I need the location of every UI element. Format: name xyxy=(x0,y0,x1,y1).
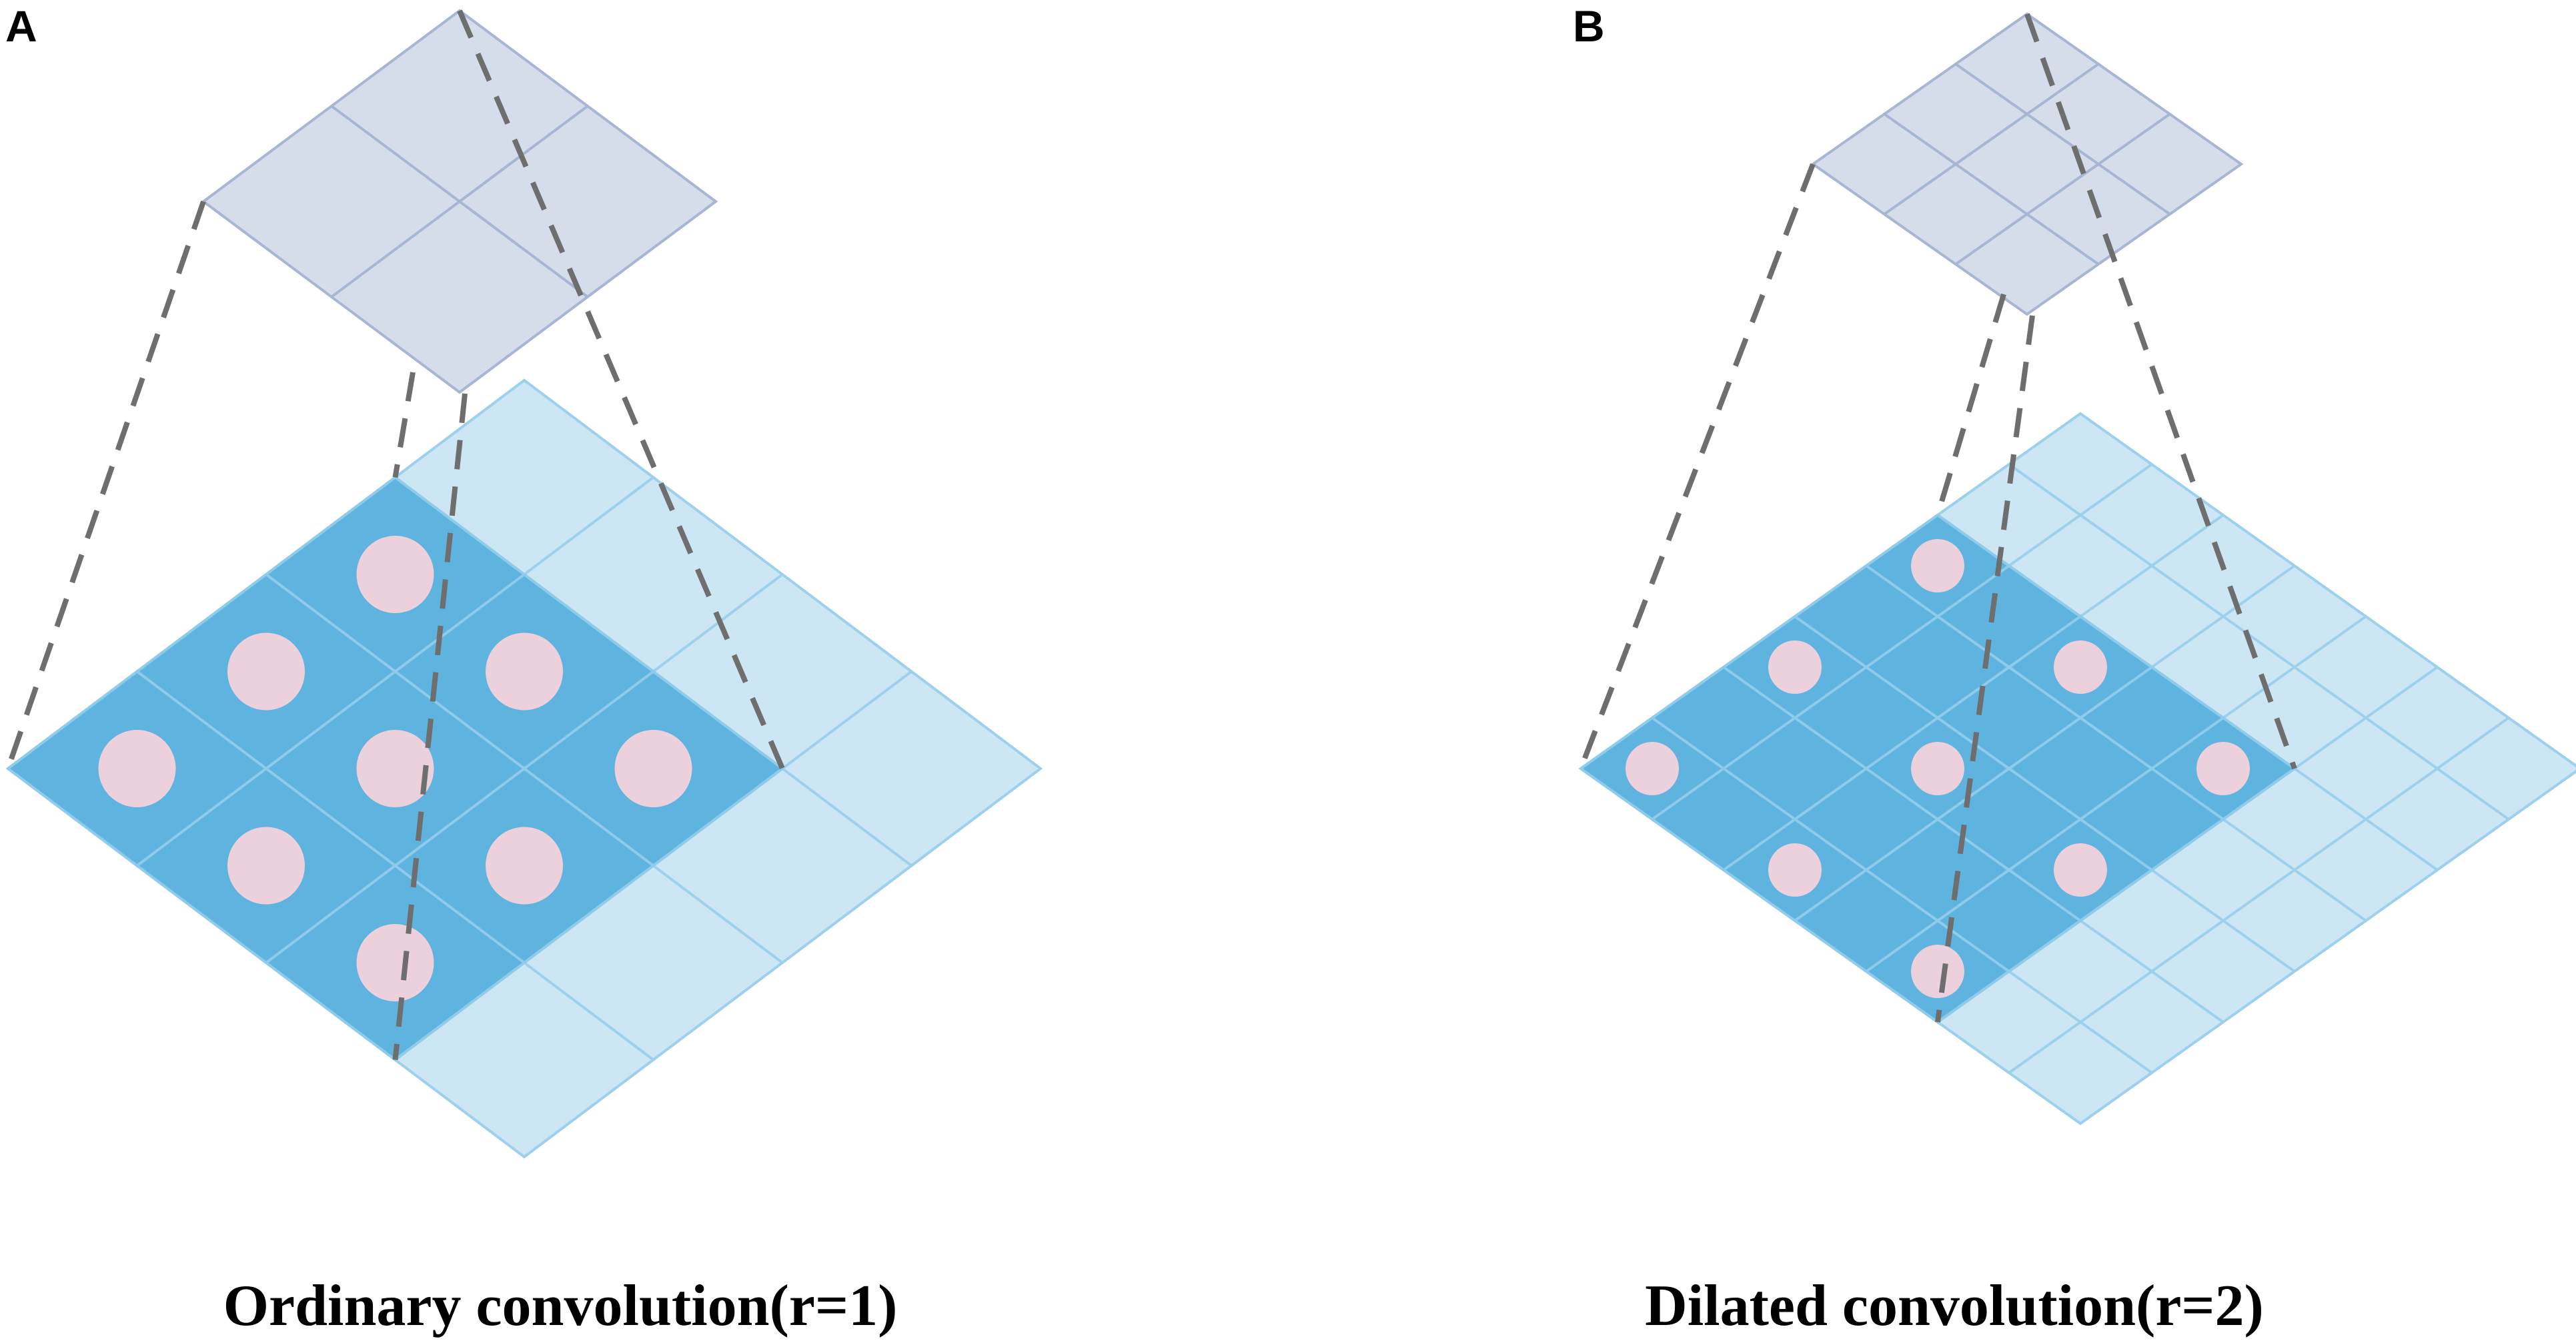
kernel-sample-dot xyxy=(356,536,434,613)
kernel-sample-dot xyxy=(1626,742,1679,795)
projection-dashed-line xyxy=(1935,293,2006,516)
kernel-sample-points xyxy=(1626,539,2250,998)
kernel-sample-dot xyxy=(2196,742,2250,795)
output-cell-gridline xyxy=(1883,113,2100,266)
kernel-sample-dot xyxy=(486,632,563,711)
kernel-sample-dot xyxy=(1911,945,1964,998)
kernel-sample-dot xyxy=(227,632,305,711)
kernel-sample-dot xyxy=(1911,742,1964,795)
input-cell-gridline xyxy=(2008,717,2510,1074)
receptive-field-cell-gridline xyxy=(136,670,526,964)
panel-label-b: B xyxy=(1573,1,1605,51)
output-feature-map xyxy=(201,9,718,394)
receptive-field-cell-gridline xyxy=(1722,666,2082,922)
output-cell-gridline xyxy=(330,105,589,298)
kernel-sample-dot xyxy=(1911,539,1964,592)
kernel-sample-points xyxy=(98,536,692,1001)
projection-dashed-line xyxy=(392,372,416,478)
projection-dashed-line xyxy=(1935,315,2035,1023)
kernel-sample-dot xyxy=(1768,843,1822,897)
projection-lines xyxy=(1578,13,2297,1023)
kernel-sample-dot xyxy=(2054,640,2107,694)
receptive-field-cell-gridline xyxy=(1794,666,2153,922)
receptive-field-cell-gridline xyxy=(265,573,654,867)
projection-dashed-line xyxy=(2024,13,2297,770)
output-cell-plane xyxy=(1810,12,2244,316)
receptive-field-cell-gridline xyxy=(1865,564,2224,821)
caption-dilated-convolution: Dilated convolution(r=2) xyxy=(1645,1274,2264,1338)
output-cell-gridline xyxy=(1954,113,2171,266)
kernel-sample-dot xyxy=(227,827,305,905)
panel-b-dilated-convolution xyxy=(1578,12,2576,1126)
receptive-field-cell-gridline xyxy=(1865,717,2224,973)
kernel-sample-dot xyxy=(2054,843,2107,897)
caption-ordinary-convolution: Ordinary convolution(r=1) xyxy=(223,1274,898,1338)
projection-dashed-line xyxy=(392,393,468,1060)
panel-a-ordinary-convolution xyxy=(5,9,1043,1159)
receptive-field-cell-gridline xyxy=(1722,615,2082,871)
kernel-sample-dot xyxy=(356,730,434,807)
receptive-field-cell-gridline xyxy=(1651,564,2010,821)
receptive-field-cell-gridline xyxy=(136,573,526,867)
projection-dashed-line xyxy=(5,200,206,770)
kernel-sample-dot xyxy=(614,730,692,807)
kernel-sample-dot xyxy=(98,730,176,807)
kernel-sample-dot xyxy=(356,924,434,1001)
kernel-sample-dot xyxy=(486,827,563,905)
output-cell-gridline xyxy=(1883,63,2100,215)
receptive-field-cell-gridline xyxy=(265,670,654,964)
output-cell-gridline xyxy=(1954,63,2171,215)
projection-lines xyxy=(5,9,785,1060)
input-cell-gridline xyxy=(2008,463,2510,821)
kernel-sample-dot xyxy=(1768,640,1822,694)
panel-label-a: A xyxy=(5,1,37,51)
projection-dashed-line xyxy=(1578,163,1816,770)
output-feature-map xyxy=(1810,12,2244,316)
